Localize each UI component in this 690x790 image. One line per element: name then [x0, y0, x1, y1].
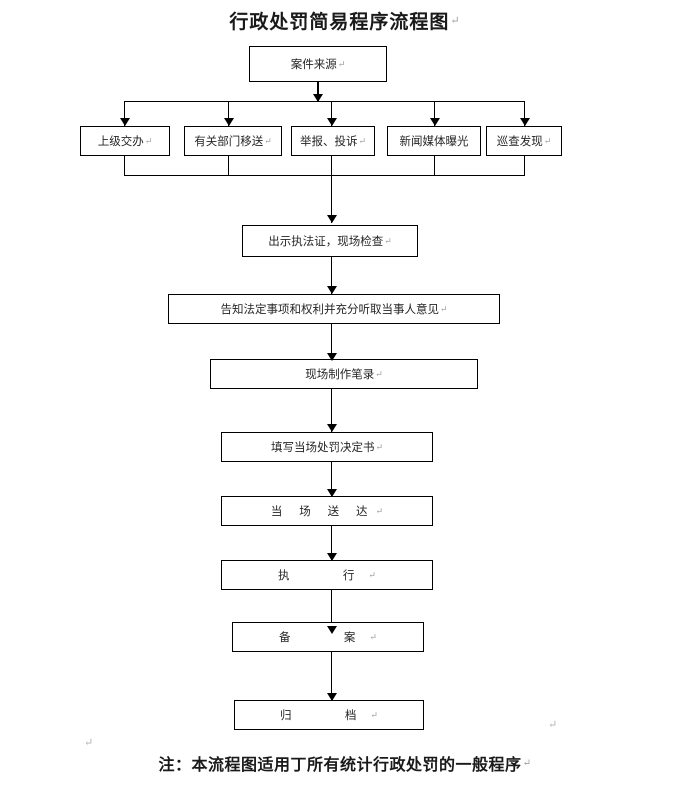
connector-source-to-bus — [317, 82, 319, 102]
node-notify-rights-hear-opinion-label: 告知法定事项和权利并充分听取当事人意见 — [220, 304, 439, 316]
connector-media-exposure-down — [434, 156, 436, 176]
node-department-transfer-label: 有关部门移送 — [194, 136, 264, 148]
node-execution-label: 执 行 — [278, 570, 368, 582]
connector-step-3-to-step-4 — [331, 389, 333, 433]
arrowhead-source-down — [313, 94, 323, 102]
connector-step-6-to-step-7 — [331, 590, 333, 640]
arrowhead-media-exposure — [429, 118, 440, 126]
pilcrow-mark: ↵ — [375, 368, 383, 379]
node-execution[interactable]: 执 行↵ — [221, 560, 433, 590]
connector-bus-to-department-transfer — [228, 101, 230, 126]
arrowhead-step-6 — [326, 553, 337, 561]
node-fill-penalty-decision-label: 填写当场处罚决定书 — [270, 442, 375, 454]
footer-note: 注：本流程图适用丁所有统计行政处罚的一般程序↵ — [0, 751, 690, 775]
connector-bus-to-patrol-discovery — [524, 101, 526, 126]
pilcrow-mark: ↵ — [522, 758, 532, 769]
node-report-complaint-label: 举报、投诉 — [299, 136, 358, 148]
pilcrow-mark: ↵ — [543, 135, 552, 146]
node-case-source-label: 案件来源 — [290, 59, 337, 71]
pilcrow-mark: ↵ — [264, 135, 272, 146]
pilcrow-mark: ↵ — [375, 505, 384, 516]
pilcrow-mark: ↵ — [144, 135, 153, 146]
arrowhead-patrol-discovery — [519, 118, 530, 126]
node-onsite-delivery-label: 当 场 送 达 — [270, 506, 375, 518]
node-patrol-discovery-label: 巡查发现 — [496, 136, 543, 148]
stray-pilcrow-right: ↵ — [548, 719, 558, 731]
pilcrow-mark: ↵ — [384, 235, 392, 246]
connector-patrol-discovery-down — [524, 156, 526, 176]
arrowhead-department-transfer — [223, 118, 234, 126]
node-onsite-record[interactable]: 现场制作笔录↵ — [210, 359, 478, 389]
pilcrow-mark: ↵ — [370, 709, 378, 720]
connector-step-7-to-step-8 — [331, 640, 333, 702]
node-show-credentials-inspect[interactable]: 出示执法证，现场检查↵ — [242, 225, 418, 257]
node-report-complaint[interactable]: 举报、投诉↵ — [291, 126, 375, 156]
node-case-source[interactable]: 案件来源↵ — [249, 46, 387, 82]
node-patrol-discovery[interactable]: 巡查发现↵ — [486, 126, 562, 156]
connector-step-1-to-step-2 — [331, 257, 333, 295]
connector-merge-to-step-1 — [331, 175, 333, 223]
pilcrow-mark: ↵ — [450, 15, 461, 27]
node-filing-record-label: 备 案 — [279, 632, 369, 644]
arrowhead-report-complaint — [326, 118, 337, 126]
node-fill-penalty-decision[interactable]: 填写当场处罚决定书↵ — [221, 432, 433, 462]
arrowhead-step-8 — [326, 693, 337, 701]
node-superior-assignment[interactable]: 上级交办↵ — [80, 126, 170, 156]
node-superior-assignment-label: 上级交办 — [97, 136, 144, 148]
arrowhead-step-4 — [326, 424, 337, 432]
pilcrow-mark: ↵ — [337, 58, 346, 69]
stray-pilcrow-left: ↵ — [84, 737, 94, 749]
arrowhead-step-2 — [326, 286, 337, 294]
arrowhead-step-7 — [326, 626, 337, 634]
pilcrow-mark: ↵ — [368, 569, 376, 580]
node-media-exposure-label: 新闻媒体曝光 — [399, 136, 469, 148]
pilcrow-mark: ↵ — [375, 441, 384, 452]
page-title: 行政处罚简易程序流程图↵ — [0, 7, 690, 34]
connector-bus-to-superior-assignment — [124, 101, 126, 126]
connector-bus-to-report-complaint — [331, 101, 333, 126]
bus-merge — [124, 175, 525, 177]
connector-bus-to-media-exposure — [434, 101, 436, 126]
node-onsite-delivery[interactable]: 当 场 送 达↵ — [221, 496, 433, 526]
connector-step-5-to-step-6 — [331, 526, 333, 562]
pilcrow-mark: ↵ — [358, 135, 367, 146]
node-department-transfer[interactable]: 有关部门移送↵ — [184, 126, 282, 156]
pilcrow-mark: ↵ — [369, 631, 377, 642]
page-title-text: 行政处罚简易程序流程图 — [229, 12, 450, 33]
arrowhead-step-5 — [326, 489, 337, 497]
arrowhead-step-1 — [326, 215, 337, 223]
node-archiving-label: 归 档 — [280, 710, 370, 722]
footer-note-text: 注：本流程图适用丁所有统计行政处罚的一般程序 — [158, 757, 522, 774]
node-show-credentials-inspect-label: 出示执法证，现场检查 — [268, 236, 384, 248]
node-notify-rights-hear-opinion[interactable]: 告知法定事项和权利并充分听取当事人意见↵ — [168, 294, 500, 324]
connector-report-complaint-down — [331, 156, 333, 176]
arrowhead-superior-assignment — [119, 118, 130, 126]
connector-step-4-to-step-5 — [331, 462, 333, 498]
node-archiving[interactable]: 归 档↵ — [234, 700, 424, 730]
arrowhead-step-3 — [326, 353, 337, 361]
node-media-exposure[interactable]: 新闻媒体曝光 — [387, 126, 481, 156]
node-onsite-record-label: 现场制作笔录 — [305, 369, 375, 381]
pilcrow-mark: ↵ — [439, 303, 448, 314]
connector-step-2-to-step-3 — [331, 324, 333, 362]
connector-superior-assignment-down — [124, 156, 126, 176]
connector-department-transfer-down — [228, 156, 230, 176]
bus-distribute — [124, 101, 524, 103]
